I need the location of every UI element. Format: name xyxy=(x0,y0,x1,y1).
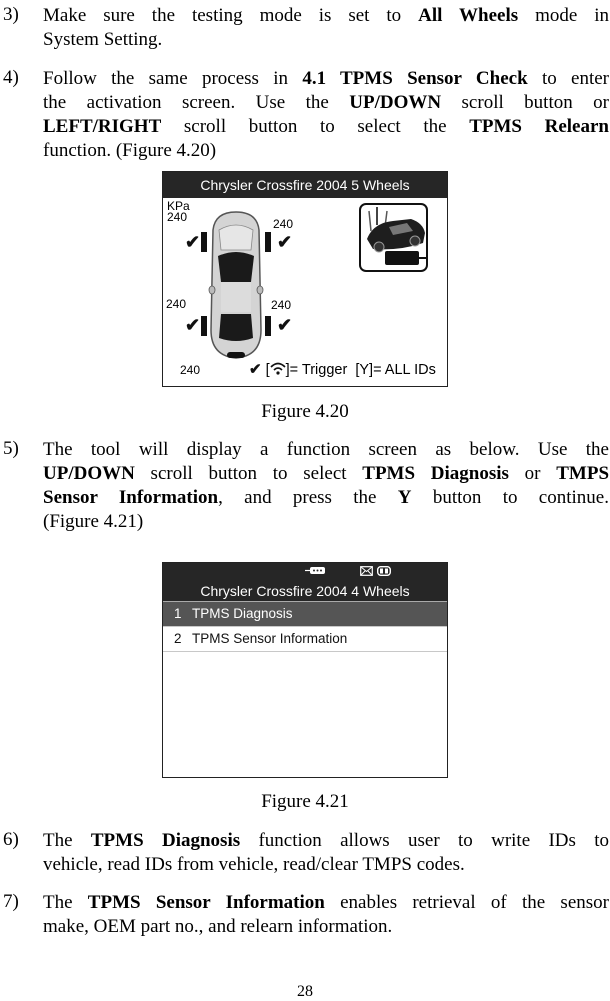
step-text: The TPMS Sensor Information enables retr… xyxy=(43,891,609,939)
menu-item-tpms-sensor-information[interactable]: 2 TPMS Sensor Information xyxy=(163,627,447,652)
text-line: Sensor Information, and press the Y butt… xyxy=(43,487,609,508)
relearn-screen: Chrysler Crossfire 2004 5 Wheels KPa 240… xyxy=(162,171,448,387)
obd-connector-icon xyxy=(305,567,325,574)
step-text: The tool will display a function screen … xyxy=(43,438,609,534)
step-number: 3) xyxy=(3,4,19,25)
text-line: Follow the same process in 4.1 TPMS Sens… xyxy=(43,68,609,89)
pressure-unit: KPa xyxy=(167,199,190,213)
step-text: Follow the same process in 4.1 TPMS Sens… xyxy=(43,67,609,163)
obd-connector-car-icon xyxy=(359,203,428,272)
text-line: (Figure 4.21) xyxy=(43,511,144,532)
text-line: LEFT/RIGHT scroll button to select the T… xyxy=(43,116,609,137)
menu-label: TPMS Sensor Information xyxy=(192,631,348,646)
text-line: Make sure the testing mode is set to All… xyxy=(43,5,610,26)
check-icon: ✔ xyxy=(277,232,293,252)
check-icon: ✔ xyxy=(185,315,201,335)
pressure-front-left: 240 xyxy=(167,210,188,224)
pressure-rear-left: 240 xyxy=(166,297,187,311)
text-line: The TPMS Sensor Information enables retr… xyxy=(43,892,609,913)
text-line: System Setting. xyxy=(43,29,163,50)
page-number: 28 xyxy=(297,983,313,1000)
text-line: UP/DOWN scroll button to select TPMS Dia… xyxy=(43,463,610,484)
pressure-rear-right: 240 xyxy=(271,298,292,312)
function-menu-screen: Chrysler Crossfire 2004 4 Wheels 1 TPMS D… xyxy=(162,562,448,778)
step-number: 7) xyxy=(3,891,19,912)
figure-caption: Figure 4.21 xyxy=(261,791,349,812)
check-icon: ✔ xyxy=(277,315,293,335)
check-icon: ✔ xyxy=(249,361,262,378)
step-number: 5) xyxy=(3,438,19,459)
menu-label: TPMS Diagnosis xyxy=(192,606,293,621)
legend-trigger: ]= Trigger xyxy=(285,362,348,378)
figure-caption: Figure 4.20 xyxy=(261,401,349,422)
text-line: make, OEM part no., and relearn informat… xyxy=(43,916,393,937)
step-text: The TPMS Diagnosis function allows user … xyxy=(43,829,609,877)
battery-icon xyxy=(377,566,391,576)
check-icon: ✔ xyxy=(185,232,201,252)
screen-title: Chrysler Crossfire 2004 4 Wheels xyxy=(200,583,410,599)
menu-item-tpms-diagnosis[interactable]: 1 TPMS Diagnosis xyxy=(163,601,447,627)
step-number: 4) xyxy=(3,67,19,88)
screen-titlebar: Chrysler Crossfire 2004 4 Wheels xyxy=(163,563,447,601)
pressure-front-right: 240 xyxy=(273,217,294,231)
wireless-trigger-icon xyxy=(270,362,286,375)
legend: ✔ [ ]= Trigger [Y]= ALL IDs xyxy=(249,360,436,378)
screen-title: Chrysler Crossfire 2004 5 Wheels xyxy=(163,172,447,198)
text-line: the activation screen. Use the UP/DOWN s… xyxy=(43,92,609,113)
message-icon xyxy=(360,566,373,576)
car-top-view-icon xyxy=(201,211,271,359)
text-line: vehicle, read IDs from vehicle, read/cle… xyxy=(43,854,465,875)
text-line: function. (Figure 4.20) xyxy=(43,140,217,161)
legend-all-ids: [Y]= ALL IDs xyxy=(355,362,436,378)
menu-index: 2 xyxy=(174,631,182,646)
text-line: The tool will display a function screen … xyxy=(43,439,609,460)
menu-index: 1 xyxy=(174,606,182,621)
legend-bracket: [ xyxy=(265,362,270,378)
step-text: Make sure the testing mode is set to All… xyxy=(43,4,609,52)
text-line: The TPMS Diagnosis function allows user … xyxy=(43,830,610,851)
step-number: 6) xyxy=(3,829,19,850)
pressure-spare: 240 xyxy=(180,363,201,377)
